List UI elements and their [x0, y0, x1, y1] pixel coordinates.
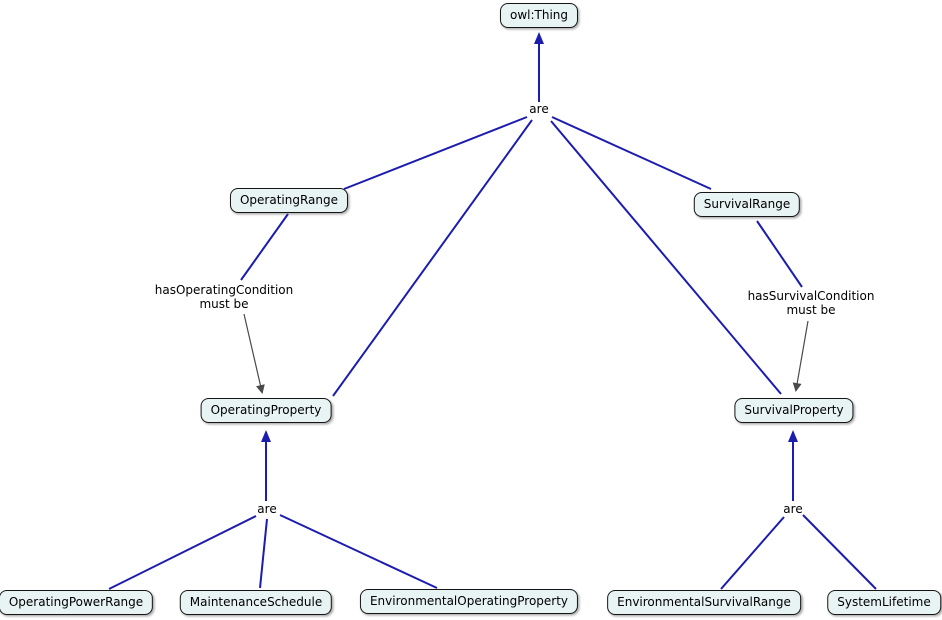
edge-survival-property-to-are — [550, 120, 782, 395]
edge-environmental-operating-property-to-are — [279, 514, 438, 589]
node-operating-power-range[interactable]: OperatingPowerRange — [0, 590, 154, 615]
link-label-are-operating[interactable]: are — [257, 502, 277, 516]
node-environmental-operating-property[interactable]: EnvironmentalOperatingProperty — [359, 589, 579, 614]
link-label-has-operating-condition[interactable]: hasOperatingCondition must be — [155, 283, 293, 311]
edge-maintenance-schedule-to-are — [259, 518, 268, 589]
node-operating-property[interactable]: OperatingProperty — [200, 398, 332, 423]
node-environmental-survival-range[interactable]: EnvironmentalSurvivalRange — [607, 590, 801, 615]
edge-operating-range-to-are — [343, 116, 528, 190]
link-label-survival-condition-name: hasSurvivalCondition — [747, 289, 875, 303]
link-label-survival-condition-constraint: must be — [786, 303, 836, 317]
link-label-has-survival-condition[interactable]: hasSurvivalCondition must be — [748, 289, 875, 317]
edge-operating-power-range-to-are — [108, 515, 257, 590]
node-system-lifetime[interactable]: SystemLifetime — [827, 590, 941, 615]
edge-survival-range-to-survival-condition-label — [756, 220, 803, 288]
node-owl-thing[interactable]: owl:Thing — [499, 3, 579, 28]
edge-operating-condition-label-to-operating-property — [243, 313, 265, 394]
edge-system-lifetime-to-are — [802, 514, 877, 590]
edge-operating-range-to-operating-condition-label — [240, 213, 289, 281]
link-label-are-top[interactable]: are — [529, 102, 549, 116]
edge-survival-condition-label-to-survival-property — [792, 320, 809, 392]
link-label-are-survival[interactable]: are — [783, 502, 803, 516]
link-label-operating-condition-constraint: must be — [199, 297, 249, 311]
edge-survival-range-to-are — [551, 116, 712, 190]
edge-environmental-survival-range-to-are — [720, 516, 785, 590]
node-operating-range[interactable]: OperatingRange — [229, 188, 349, 213]
edge-operating-property-to-are — [332, 119, 533, 397]
link-label-operating-condition-name: hasOperatingCondition — [154, 283, 294, 297]
node-survival-property[interactable]: SurvivalProperty — [734, 398, 854, 423]
node-maintenance-schedule[interactable]: MaintenanceSchedule — [179, 590, 333, 615]
node-survival-range[interactable]: SurvivalRange — [693, 192, 801, 217]
